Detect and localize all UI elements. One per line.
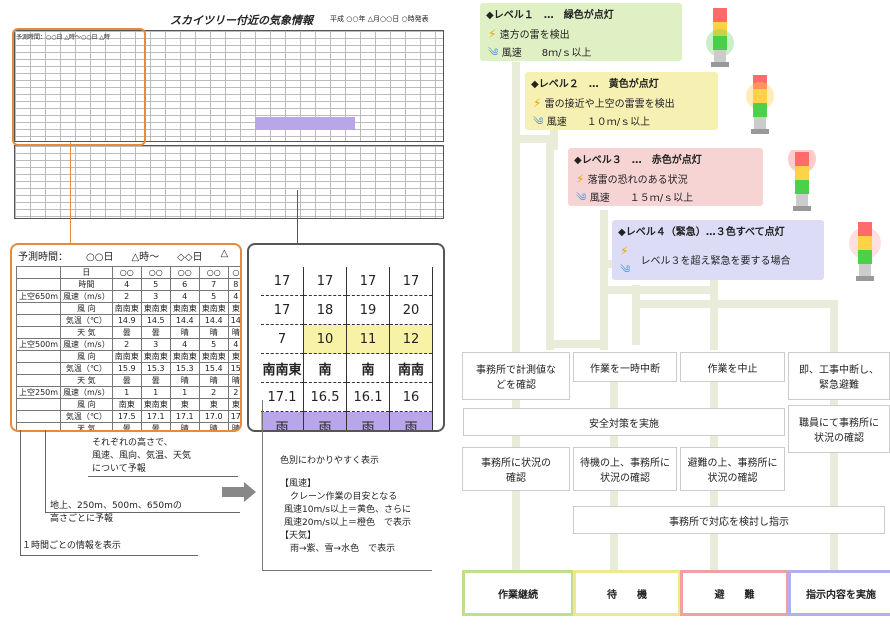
wind-icon: ༄ xyxy=(488,46,499,59)
zoom-header-day2: ◇◇日 xyxy=(177,252,203,263)
level-4-box: ◆レベル４（緊急）…３色すべて点灯 ⚡༄レベル３を超え緊急を要する場合 xyxy=(612,220,824,280)
sheet-grid-top xyxy=(14,30,444,142)
sheet-title: スカイツリー付近の気象情報 xyxy=(170,14,313,27)
action-report-office: 事務所に状況の確認 xyxy=(462,447,570,491)
action-stop: 作業を中止 xyxy=(680,352,785,382)
highlight-box xyxy=(12,28,146,146)
lightning-icon: ⚡ xyxy=(488,27,497,41)
table-row: 風 向南南東東南東東南東東南東東 xyxy=(15,302,240,315)
lightning-icon: ⚡ xyxy=(620,244,629,258)
note-hourly: １時間ごとの情報を表示 xyxy=(22,541,121,551)
action-wait-report: 待機の上、事務所に状況の確認 xyxy=(573,447,677,491)
zoom-header-time2: △ xyxy=(220,248,229,259)
zoom-header-label: 予測時間： xyxy=(18,252,68,263)
table-row: 風 向南東東南東東東東 xyxy=(15,398,240,411)
signal-tower-red-icon xyxy=(787,145,817,216)
note-heights: 地上、250m、500m、650mの高さごとに予報 xyxy=(50,501,182,524)
table-row: 天 気曇曇晴晴晴 xyxy=(15,422,240,430)
sheet-date: 平成 ○○年 △月○○日 ○時発表 xyxy=(330,15,429,23)
action-safety: 安全対策を実施 xyxy=(463,408,785,436)
table-row: 南南東南南南南 xyxy=(261,353,433,383)
lightning-icon: ⚡ xyxy=(576,172,585,186)
wind-icon: ༄ xyxy=(533,115,544,128)
table-row: 日○○○○○○○○○ xyxy=(15,266,240,279)
table-row: 風 向南南東東南東東南東東南東東 xyxy=(15,350,240,363)
outcome-evacuate: 避 難 xyxy=(680,570,789,616)
sheet-header: 予測時間：○○日 △時～○○日 △時 xyxy=(16,34,110,41)
table-row: 天 気曇曇晴晴晴 xyxy=(15,326,240,339)
flow-line-2 xyxy=(546,135,554,350)
level-2-box: ◆レベル２ … 黄色が点灯 ⚡ 雷の接近や上空の雷雲を検出༄ 風速 １０ｍ/ｓ以… xyxy=(525,72,718,130)
action-pause: 作業を一時中断 xyxy=(573,352,677,382)
outcome-follow-instruction: 指示内容を実施 xyxy=(788,570,890,616)
connector-line-2 xyxy=(297,190,298,243)
action-check-office: 事務所で計測値などを確認 xyxy=(462,352,570,400)
table-row: 天 気曇曇晴晴晴 xyxy=(15,374,240,387)
zoom-header-time: △時～ xyxy=(131,252,160,263)
action-evacuate: 即、工事中断し、緊急避難 xyxy=(788,352,890,400)
flow-line-4 xyxy=(632,285,640,345)
outcome-continue: 作業継続 xyxy=(462,570,574,616)
action-office-instruct: 事務所で対応を検討し指示 xyxy=(573,506,885,534)
wind-icon: ༄ xyxy=(576,191,587,204)
color-explanation: 色別にわかりやすく表示 【風速】 クレーン作業の目安となる 風速10m/s以上＝… xyxy=(280,456,411,554)
signal-tower-all-icon xyxy=(848,220,882,286)
sheet-grid-bottom xyxy=(14,145,444,219)
signal-tower-yellow-icon xyxy=(745,73,775,139)
flow-line-1 xyxy=(512,62,520,572)
zoom-header-day: ○○日 xyxy=(86,252,114,263)
wind-icon: ༄ xyxy=(620,263,631,276)
signal-tower-green-icon xyxy=(705,6,735,72)
flow-line-3 xyxy=(600,210,608,350)
lightning-icon: ⚡ xyxy=(533,96,542,110)
arrow-right-icon xyxy=(222,487,244,497)
action-staff-check: 職員にて事務所に状況の確認 xyxy=(788,405,890,453)
note-elements: それぞれの高さで、風速、風向、気温、天気について予報 xyxy=(92,438,192,474)
table-row: 雨雨雨雨 xyxy=(261,411,433,430)
action-evac-report: 避難の上、事務所に状況の確認 xyxy=(680,447,785,491)
connector-line xyxy=(70,142,71,243)
level-3-box: ◆レベル３ … 赤色が点灯 ⚡ 落雷の恐れのある状況༄ 風速 １５ｍ/ｓ以上 xyxy=(568,148,763,206)
outcome-standby: 待 機 xyxy=(573,570,681,616)
level-1-box: ◆レベル１ … 緑色が点灯 ⚡ 遠方の雷を検出༄ 風速 8ｍ/ｓ以上 xyxy=(480,3,682,61)
